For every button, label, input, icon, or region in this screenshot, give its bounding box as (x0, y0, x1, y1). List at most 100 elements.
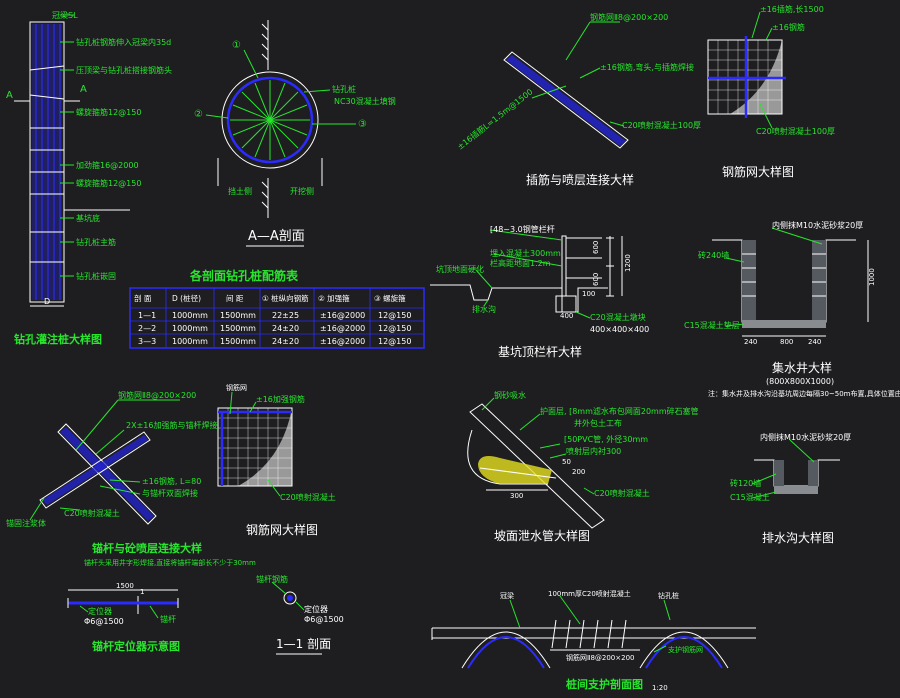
pile-label: 钻孔桩钢筋伸入冠梁内35d (76, 37, 171, 47)
drain-dim: 300 (510, 492, 523, 500)
anchor-conn-top: 钢筋网Ⅱ8@200×200 ±16钢筋,弯头,与插筋焊接 ±16插筋L=1.5m… (455, 12, 701, 187)
drain-label: C20喷射混凝土 (594, 488, 650, 498)
sump-dim: 240 (744, 338, 757, 346)
table-cell: 1000mm (172, 311, 208, 320)
anchor-bottom-label: 与锚杆双面焊接 (142, 488, 198, 498)
pile-label: 加劲箍16@2000 (76, 160, 139, 170)
sump-dim: 1000 (868, 268, 876, 286)
drain-label: [50PVC管, 外径30mm (564, 434, 648, 444)
table-cell: ±16@2000 (320, 337, 365, 346)
table-cell: 1000mm (172, 324, 208, 333)
sump-dim: 240 (808, 338, 821, 346)
table-title: 各剖面钻孔桩配筋表 (189, 268, 299, 283)
table-cell: 12@150 (378, 337, 411, 346)
railing-label: 排水沟 (472, 304, 496, 314)
sump-label: 砖240墙 (698, 250, 729, 260)
pile-between-label: 钢筋网Ⅱ8@200×200 (566, 653, 635, 662)
pile-between-scale: 1:20 (652, 684, 668, 692)
locator-detail: 1500 1 定位器 Φ6@1500 锚杆 锚杆定位器示意图 (67, 582, 180, 653)
section-aa-title: A—A剖面 (248, 229, 305, 244)
section-11-label: Φ6@1500 (304, 615, 344, 624)
ditch-detail: 内侧抹M10水泥砂浆20厚 砖120墙 C15混凝土 排水沟大样图 (730, 432, 851, 545)
railing-label: C20混凝土墩块 (590, 312, 646, 322)
locator-dim: 1500 (116, 582, 134, 590)
table-cell: 1—1 (138, 311, 156, 320)
drain-pipe-detail: 钢砂吸水 护面层, [8mm滤水布包网面20mm碎石塞管 并外包土工布 [50P… (467, 390, 699, 543)
mesh-bottom-label: C20喷射混凝土 (280, 492, 336, 502)
table-row: 2—2 1000mm 1500mm 24±20 ±16@2000 12@150 (138, 324, 411, 333)
anchor-top-label: C20喷射混凝土100厚 (622, 120, 701, 130)
locator-label: 锚杆 (160, 614, 176, 624)
anchor-bottom-label: 锚固注浆体 (6, 518, 46, 528)
pile-label: 压顶梁与钻孔桩搭接钢筋头 (76, 65, 172, 75)
railing-label: 埋入混凝土300mm (490, 248, 561, 258)
section-11-title: 1—1 剖面 (276, 637, 331, 651)
aa-mark-2: ② (194, 109, 203, 120)
table-cell: 3—3 (138, 337, 156, 346)
table-header: 剖 面 (134, 293, 152, 303)
mesh-bottom-title: 钢筋网大样图 (246, 522, 318, 537)
locator-section-mark: 1 (140, 588, 144, 596)
locator-label: Φ6@1500 (84, 617, 124, 626)
table-cell: 1000mm (172, 337, 208, 346)
mesh-bottom: 钢筋网 ±16加强钢筋 C20喷射混凝土 钢筋网大样图 (217, 383, 336, 537)
ditch-label: 内侧抹M10水泥砂浆20厚 (760, 432, 851, 442)
table-row: 1—1 1000mm 1500mm 22±25 ±16@2000 12@150 (138, 311, 411, 320)
anchor-conn-bottom-subtitle: 锚杆头采用井字形焊接,直接将锚杆端部长不少于30mm (84, 558, 256, 567)
table-row: 3—3 1000mm 1500mm 24±20 ±16@2000 12@150 (138, 337, 411, 346)
table-header: 间 距 (226, 294, 244, 303)
railing-dim: 1200 (624, 254, 632, 272)
table-cell: 12@150 (378, 311, 411, 320)
railing-dim: 600 (592, 273, 600, 286)
sump-note: 注：集水井及排水沟沿基坑周边每隔30~50m布置,具体位置由现场定。 (708, 389, 900, 398)
anchor-bottom-label: 钢筋网Ⅱ8@200×200 (118, 390, 196, 400)
sump-label: 内侧抹M10水泥砂浆20厚 (772, 220, 863, 230)
pile-between-detail: 冠梁 100mm厚C20喷射混凝土 钻孔桩 钢筋网Ⅱ8@200×200 支护钢筋… (431, 589, 756, 692)
pile-between-label: 100mm厚C20喷射混凝土 (548, 589, 631, 598)
mesh-bottom-label: ±16加强钢筋 (256, 394, 305, 404)
sump-dim: 800 (780, 338, 793, 346)
sump-label: C15混凝土垫层 (684, 320, 740, 330)
anchor-top-label: ±16钢筋,弯头,与插筋焊接 (600, 62, 694, 72)
table-cell: 1500mm (220, 324, 256, 333)
anchor-bottom-label: ±16钢筋, L=80 (142, 476, 201, 486)
table-cell: 1500mm (220, 311, 256, 320)
aa-bottom-left: 挡土侧 (228, 186, 252, 196)
railing-label: 坑顶地面硬化 (436, 264, 484, 274)
ditch-title: 排水沟大样图 (762, 530, 834, 545)
drain-dim: 200 (572, 468, 585, 476)
railing-detail: 600 600 1200 400 100 [48~3.0钢管栏杆 埋入混凝土30… (430, 224, 649, 359)
anchor-top-label: 钢筋网Ⅱ8@200×200 (590, 12, 668, 22)
sump-subtitle: (800X800X1000) (766, 377, 834, 386)
section-aa: ① ② ③ 钻孔桩 NC30混凝土填钢 挡土侧 开挖侧 A—A剖面 (194, 20, 396, 247)
drain-pipe-title: 坡面泄水管大样图 (494, 528, 590, 543)
anchor-conn-bottom-title: 锚杆与砼喷层连接大样 (92, 541, 202, 555)
drain-label: 护面层, [8mm滤水布包网面20mm碎石塞管 (540, 406, 699, 416)
table-header: D (桩径) (172, 293, 201, 303)
reinforcement-table: 各剖面钻孔桩配筋表 剖 面 D (桩径) 间 距 ① 桩纵向钢筋 ② 加强箍 ③… (129, 268, 425, 349)
drain-dim: 50 (562, 458, 571, 466)
mesh-top-label: ±16钢筋 (772, 22, 805, 32)
locator-label: 定位器 (88, 606, 112, 616)
section-mark-a-right: A (80, 84, 87, 95)
table-cell: ±16@2000 (320, 311, 365, 320)
table-header: ② 加强箍 (318, 293, 350, 303)
section-11-label: 定位器 (304, 604, 328, 614)
table-header: ① 桩纵向钢筋 (262, 293, 309, 303)
aa-mark-3: ③ (358, 119, 367, 130)
anchor-conn-bottom: 钢筋网Ⅱ8@200×200 2X±16加强筋与锚杆焊接 ±16钢筋, L=80 … (6, 390, 256, 567)
table-cell: ±16@2000 (320, 324, 365, 333)
section-mark-a-left: A (6, 90, 13, 101)
drain-label: 喷射层内衬300 (566, 446, 621, 456)
pile-label: 钻孔桩嵌固 (76, 271, 116, 281)
drain-label: 并外包土工布 (574, 418, 622, 428)
locator-title: 锚杆定位器示意图 (92, 639, 180, 653)
pile-label: 螺旋箍筋12@150 (76, 107, 141, 117)
sump-title: 集水井大样 (772, 360, 832, 375)
table-cell: 22±25 (272, 311, 299, 320)
railing-label: 栏高距地面1.2m (490, 258, 551, 268)
table-cell: 24±20 (272, 337, 299, 346)
railing-dim: 400 (560, 312, 573, 320)
anchor-bottom-label: 2X±16加强筋与锚杆焊接 (126, 420, 217, 430)
